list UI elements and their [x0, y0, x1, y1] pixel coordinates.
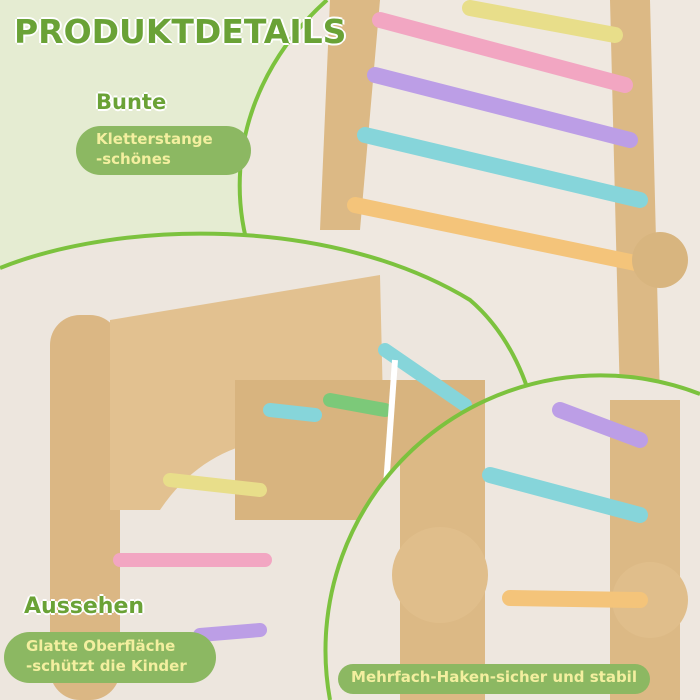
page-title: PRODUKTDETAILS	[14, 12, 347, 51]
heading-aussehen: Aussehen	[24, 594, 145, 619]
pill-oberflaeche: Glatte Oberfläche -schützt die Kinder	[4, 632, 216, 683]
pill-line: Kletterstange	[96, 130, 213, 148]
panel-hooks	[325, 375, 700, 700]
pill-kletterstange: Kletterstange -schönes	[76, 126, 251, 175]
pill-line: -schützt die Kinder	[26, 656, 187, 675]
pill-line: -schönes	[96, 149, 171, 168]
pill-line: Glatte Oberfläche	[26, 637, 176, 655]
pill-haken: Mehrfach-Haken-sicher und stabil	[338, 664, 650, 694]
heading-bunte: Bunte	[96, 90, 167, 114]
